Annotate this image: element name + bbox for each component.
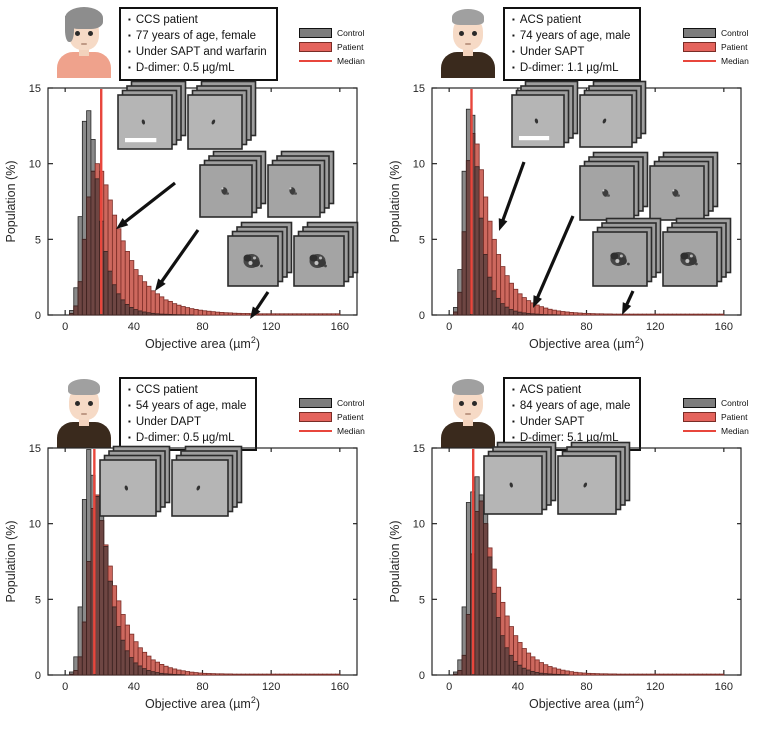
svg-text:15: 15	[29, 443, 41, 455]
svg-text:5: 5	[35, 594, 41, 606]
svg-text:120: 120	[646, 321, 664, 333]
svg-text:120: 120	[646, 681, 664, 693]
svg-text:160: 160	[331, 321, 349, 333]
inset-image-stack-group	[593, 219, 731, 287]
x-axis-label: Objective area (µm2)	[529, 695, 644, 711]
svg-text:10: 10	[413, 519, 425, 531]
patient-panel: CCS patient 54 years of age, male Under …	[0, 370, 384, 740]
svg-text:160: 160	[715, 681, 733, 693]
scale-bar	[125, 138, 156, 142]
svg-text:40: 40	[128, 681, 140, 693]
annotation-arrow	[151, 230, 198, 294]
patient-panel: CCS patient 77 years of age, female Unde…	[0, 0, 384, 370]
svg-text:0: 0	[419, 670, 425, 682]
svg-text:80: 80	[580, 681, 592, 693]
annotation-arrow	[113, 183, 175, 233]
inset-image-stack-group	[512, 82, 646, 148]
inset-image-stack-group	[580, 153, 718, 221]
y-axis-label: Population (%)	[4, 161, 18, 243]
svg-text:160: 160	[331, 681, 349, 693]
svg-text:160: 160	[715, 321, 733, 333]
svg-text:10: 10	[413, 159, 425, 171]
svg-text:40: 40	[128, 321, 140, 333]
inset-image-stack-group	[118, 82, 256, 150]
svg-text:0: 0	[35, 670, 41, 682]
svg-text:80: 80	[580, 321, 592, 333]
svg-text:0: 0	[446, 681, 452, 693]
y-axis-label: Population (%)	[388, 521, 402, 603]
svg-text:80: 80	[196, 681, 208, 693]
svg-text:40: 40	[512, 681, 524, 693]
annotation-arrow	[529, 216, 573, 310]
y-axis-label: Population (%)	[388, 161, 402, 243]
x-axis-label: Objective area (µm2)	[145, 695, 260, 711]
annotation-arrow	[495, 162, 524, 233]
svg-text:10: 10	[29, 519, 41, 531]
svg-text:15: 15	[413, 443, 425, 455]
inset-image-stack-group	[228, 223, 358, 287]
figure-canvas: { "figure_title": "Patient vs control pl…	[0, 0, 768, 509]
x-axis-label: Objective area (µm2)	[145, 335, 260, 351]
svg-text:120: 120	[262, 321, 280, 333]
patient-panel: ACS patient 74 years of age, male Under …	[384, 0, 768, 370]
inset-image-stack-group	[484, 443, 630, 515]
svg-text:5: 5	[419, 234, 425, 246]
x-axis-label: Objective area (µm2)	[529, 335, 644, 351]
svg-text:5: 5	[35, 234, 41, 246]
annotation-arrow	[246, 292, 268, 322]
svg-text:0: 0	[62, 681, 68, 693]
svg-text:120: 120	[262, 681, 280, 693]
svg-text:0: 0	[446, 321, 452, 333]
inset-image-stack-group	[200, 152, 334, 218]
patient-panel: ACS patient 84 years of age, male Under …	[384, 370, 768, 740]
svg-text:0: 0	[419, 310, 425, 322]
svg-text:10: 10	[29, 159, 41, 171]
scale-bar	[519, 136, 549, 140]
y-axis-label: Population (%)	[4, 521, 18, 603]
annotation-arrow	[618, 291, 633, 317]
svg-text:5: 5	[419, 594, 425, 606]
svg-text:15: 15	[413, 83, 425, 95]
svg-text:15: 15	[29, 83, 41, 95]
inset-image-stack-group	[100, 447, 242, 517]
svg-text:0: 0	[35, 310, 41, 322]
svg-text:80: 80	[196, 321, 208, 333]
svg-text:0: 0	[62, 321, 68, 333]
svg-text:40: 40	[512, 321, 524, 333]
